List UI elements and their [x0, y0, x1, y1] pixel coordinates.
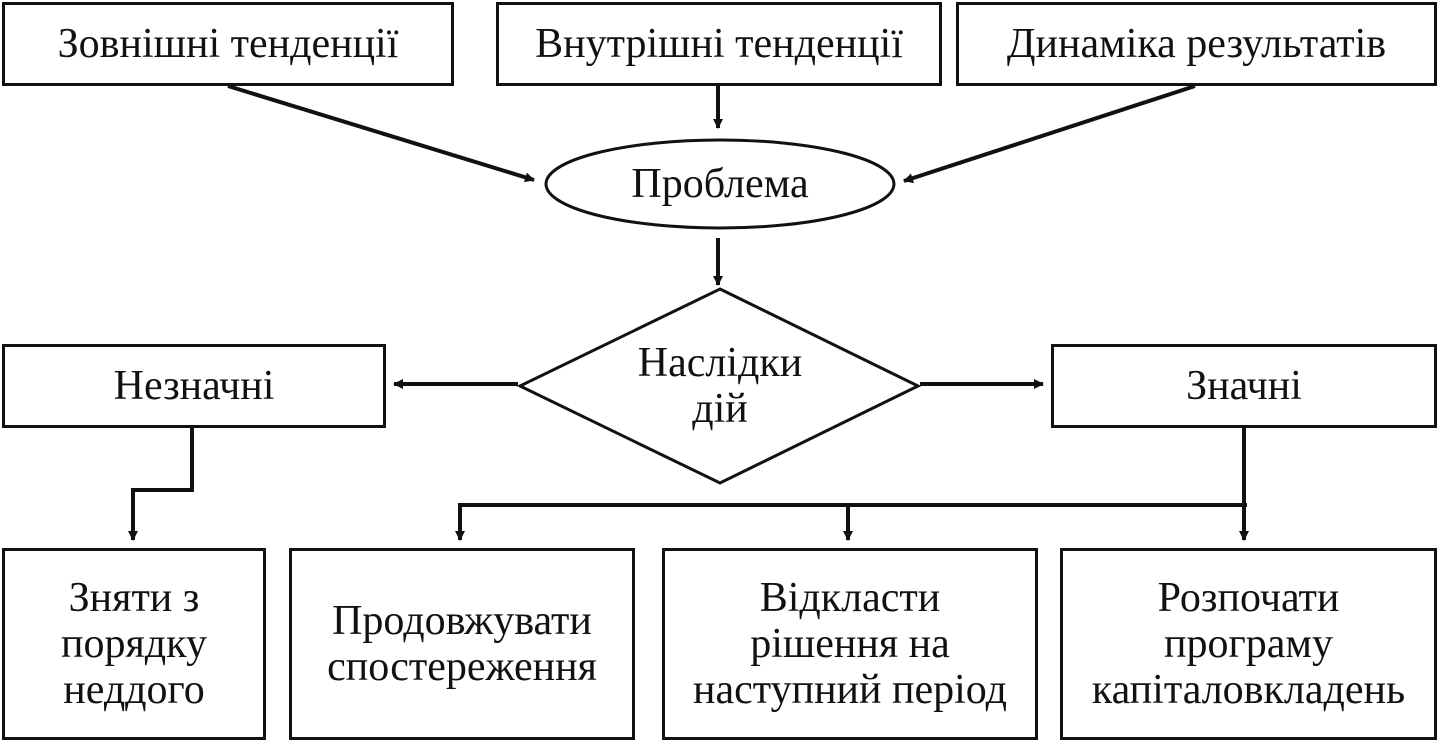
external-trends-box: Зовнішні тенденції	[2, 2, 454, 86]
start-investment-program-box: Розпочати програму капіталовкладень	[1060, 548, 1437, 740]
arrow-minor-to-remove	[128, 428, 194, 541]
continue-observation-label: Продовжувати спостереження	[327, 598, 597, 690]
major-label: Значні	[1186, 363, 1302, 409]
start-investment-program-label: Розпочати програму капіталовкладень	[1091, 575, 1406, 713]
problem-label: Проблема	[631, 161, 809, 207]
consequences-diamond	[516, 287, 922, 485]
arrow-external-to-problem	[227, 84, 535, 183]
external-trends-label: Зовнішні тенденції	[57, 21, 399, 67]
results-dynamics-box: Динаміка результатів	[956, 2, 1437, 86]
results-dynamics-label: Динаміка результатів	[1006, 21, 1387, 67]
internal-trends-box: Внутрішні тенденції	[496, 2, 942, 86]
continue-observation-box: Продовжувати спостереження	[289, 548, 635, 740]
consequences-label: Наслідки дій	[637, 340, 803, 432]
minor-consequences-box: Незначні	[2, 344, 386, 428]
postpone-decision-box: Відкласти рішення на наступний період	[662, 548, 1038, 740]
postpone-decision-label: Відкласти рішення на наступний період	[693, 575, 1007, 713]
problem-ellipse	[544, 138, 896, 230]
minor-label: Незначні	[113, 363, 275, 409]
remove-from-agenda-label: Зняти з порядку неддого	[61, 575, 207, 713]
major-consequences-box: Значні	[1051, 344, 1437, 428]
arrow-dynamics-to-problem	[903, 84, 1196, 183]
internal-trends-label: Внутрішні тенденції	[535, 21, 903, 67]
remove-from-agenda-box: Зняти з порядку неддого	[2, 548, 266, 740]
